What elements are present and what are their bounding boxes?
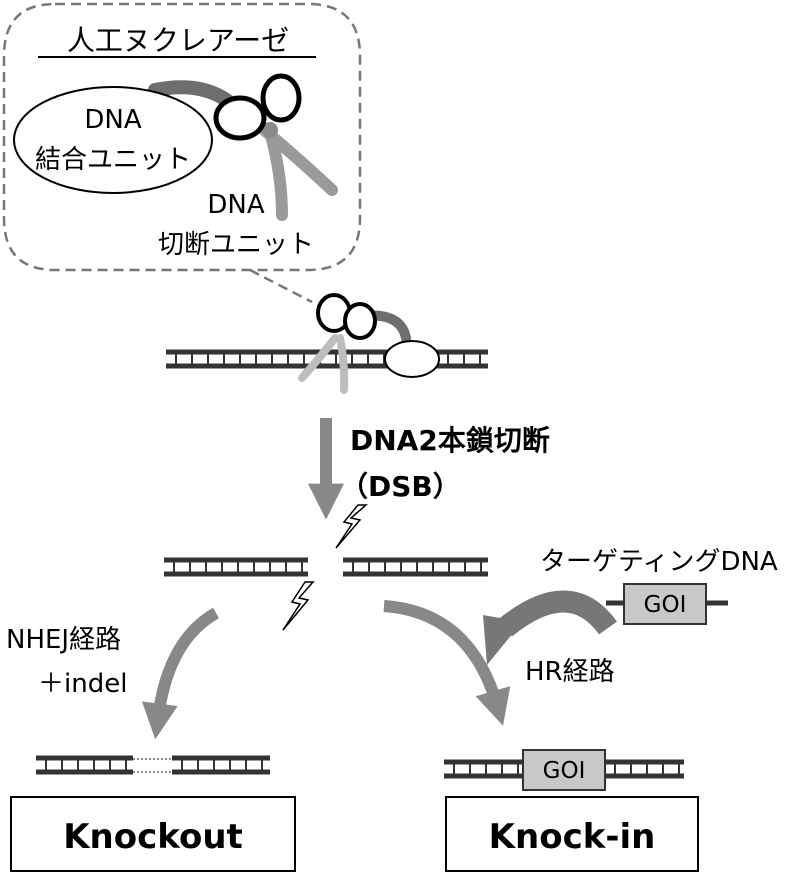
small-cleavage-arm-right bbox=[336, 334, 349, 394]
targeting-goi-box bbox=[623, 583, 707, 625]
nhej-arrow bbox=[141, 607, 220, 740]
binding-unit-ellipse bbox=[13, 86, 213, 194]
scissor-hinge bbox=[262, 122, 278, 138]
knockin-box bbox=[445, 796, 699, 872]
small-cleavage-arm-left bbox=[298, 334, 339, 382]
callout-title: 人工ヌクレアーゼ bbox=[67, 24, 289, 57]
scissor-ring-left bbox=[213, 95, 267, 141]
nuclease-callout: 人工ヌクレアーゼ DNA 結合ユニット DNA 切断ユニット bbox=[2, 2, 362, 304]
dsb-label-line2: （DSB） bbox=[340, 470, 461, 503]
targeting-insert-arrow bbox=[498, 590, 617, 637]
hr-arrow bbox=[383, 600, 511, 726]
lightning-icon-lower bbox=[282, 581, 315, 631]
cleavage-unit-label-line2: 切断ユニット bbox=[158, 230, 314, 260]
hr-label: HR経路 bbox=[525, 657, 615, 687]
lightning-icon bbox=[335, 504, 369, 549]
targeting-dna-label: ターゲティングDNA bbox=[540, 547, 778, 577]
knockout-label: Knockout bbox=[63, 817, 243, 857]
knockin-dna-right bbox=[605, 759, 684, 779]
knockout-box bbox=[10, 796, 296, 872]
nhej-label-line2: ＋indel bbox=[38, 669, 127, 699]
dna-broken-right bbox=[343, 557, 488, 577]
dna-with-nuclease bbox=[166, 293, 488, 394]
knockin-goi-box bbox=[522, 749, 606, 791]
knockin-goi-label: GOI bbox=[543, 758, 586, 784]
nhej-label-line1: NHEJ経路 bbox=[6, 625, 121, 655]
cleavage-unit-label-line1: DNA bbox=[207, 190, 264, 220]
small-binding-unit bbox=[384, 340, 440, 378]
callout-pointer-line bbox=[249, 268, 313, 304]
binding-unit-label-line2: 結合ユニット bbox=[35, 145, 191, 175]
binding-unit-label-line1: DNA bbox=[84, 105, 141, 135]
targeting-insert-arrowhead bbox=[483, 615, 522, 665]
knockin-dna-left bbox=[444, 759, 523, 779]
knockout-dna-left bbox=[36, 755, 133, 775]
dna-broken-left bbox=[164, 557, 308, 577]
cleavage-arm-left bbox=[264, 126, 288, 221]
knockin-label: Knock-in bbox=[489, 817, 656, 857]
small-scissor-ring-right bbox=[343, 302, 377, 340]
knockout-dna-right bbox=[172, 755, 270, 775]
targeting-goi-label: GOI bbox=[644, 592, 687, 618]
dsb-label-line1: DNA2本鎖切断 bbox=[350, 424, 550, 457]
scissor-ring-right bbox=[260, 73, 302, 123]
